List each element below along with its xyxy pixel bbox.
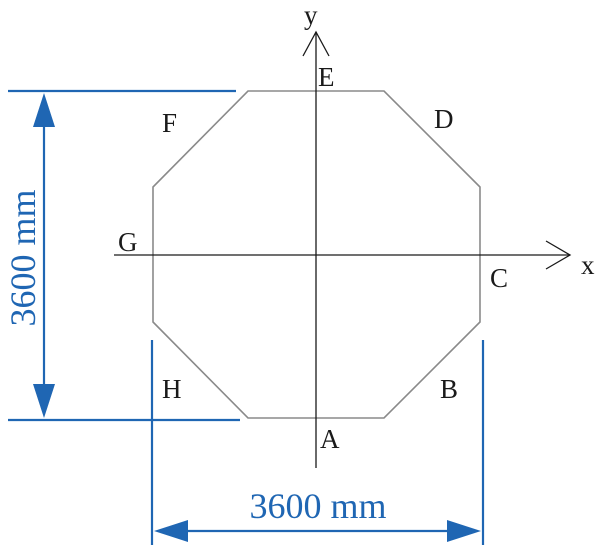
vertex-label-b: B — [440, 374, 458, 404]
vertex-label-c: C — [490, 263, 508, 293]
width-dimension-label: 3600 mm — [249, 486, 386, 526]
height-dimension-label: 3600 mm — [3, 189, 43, 326]
x-axis-arrowhead — [545, 240, 572, 270]
vertex-label-d: D — [434, 104, 454, 134]
vertex-label-a: A — [320, 424, 340, 454]
octagon-outline — [152, 90, 481, 419]
vertex-label-e: E — [318, 62, 335, 92]
width-arrow-right — [447, 520, 481, 542]
width-arrow-left — [154, 520, 188, 542]
height-arrow-top — [33, 93, 55, 127]
y-axis-label: y — [304, 0, 318, 30]
height-arrow-bottom — [33, 384, 55, 418]
y-axis-arrowhead — [302, 30, 330, 57]
x-axis-label: x — [581, 250, 595, 280]
vertex-label-h: H — [162, 374, 182, 404]
vertex-label-g: G — [118, 227, 138, 257]
vertex-label-f: F — [162, 108, 177, 138]
